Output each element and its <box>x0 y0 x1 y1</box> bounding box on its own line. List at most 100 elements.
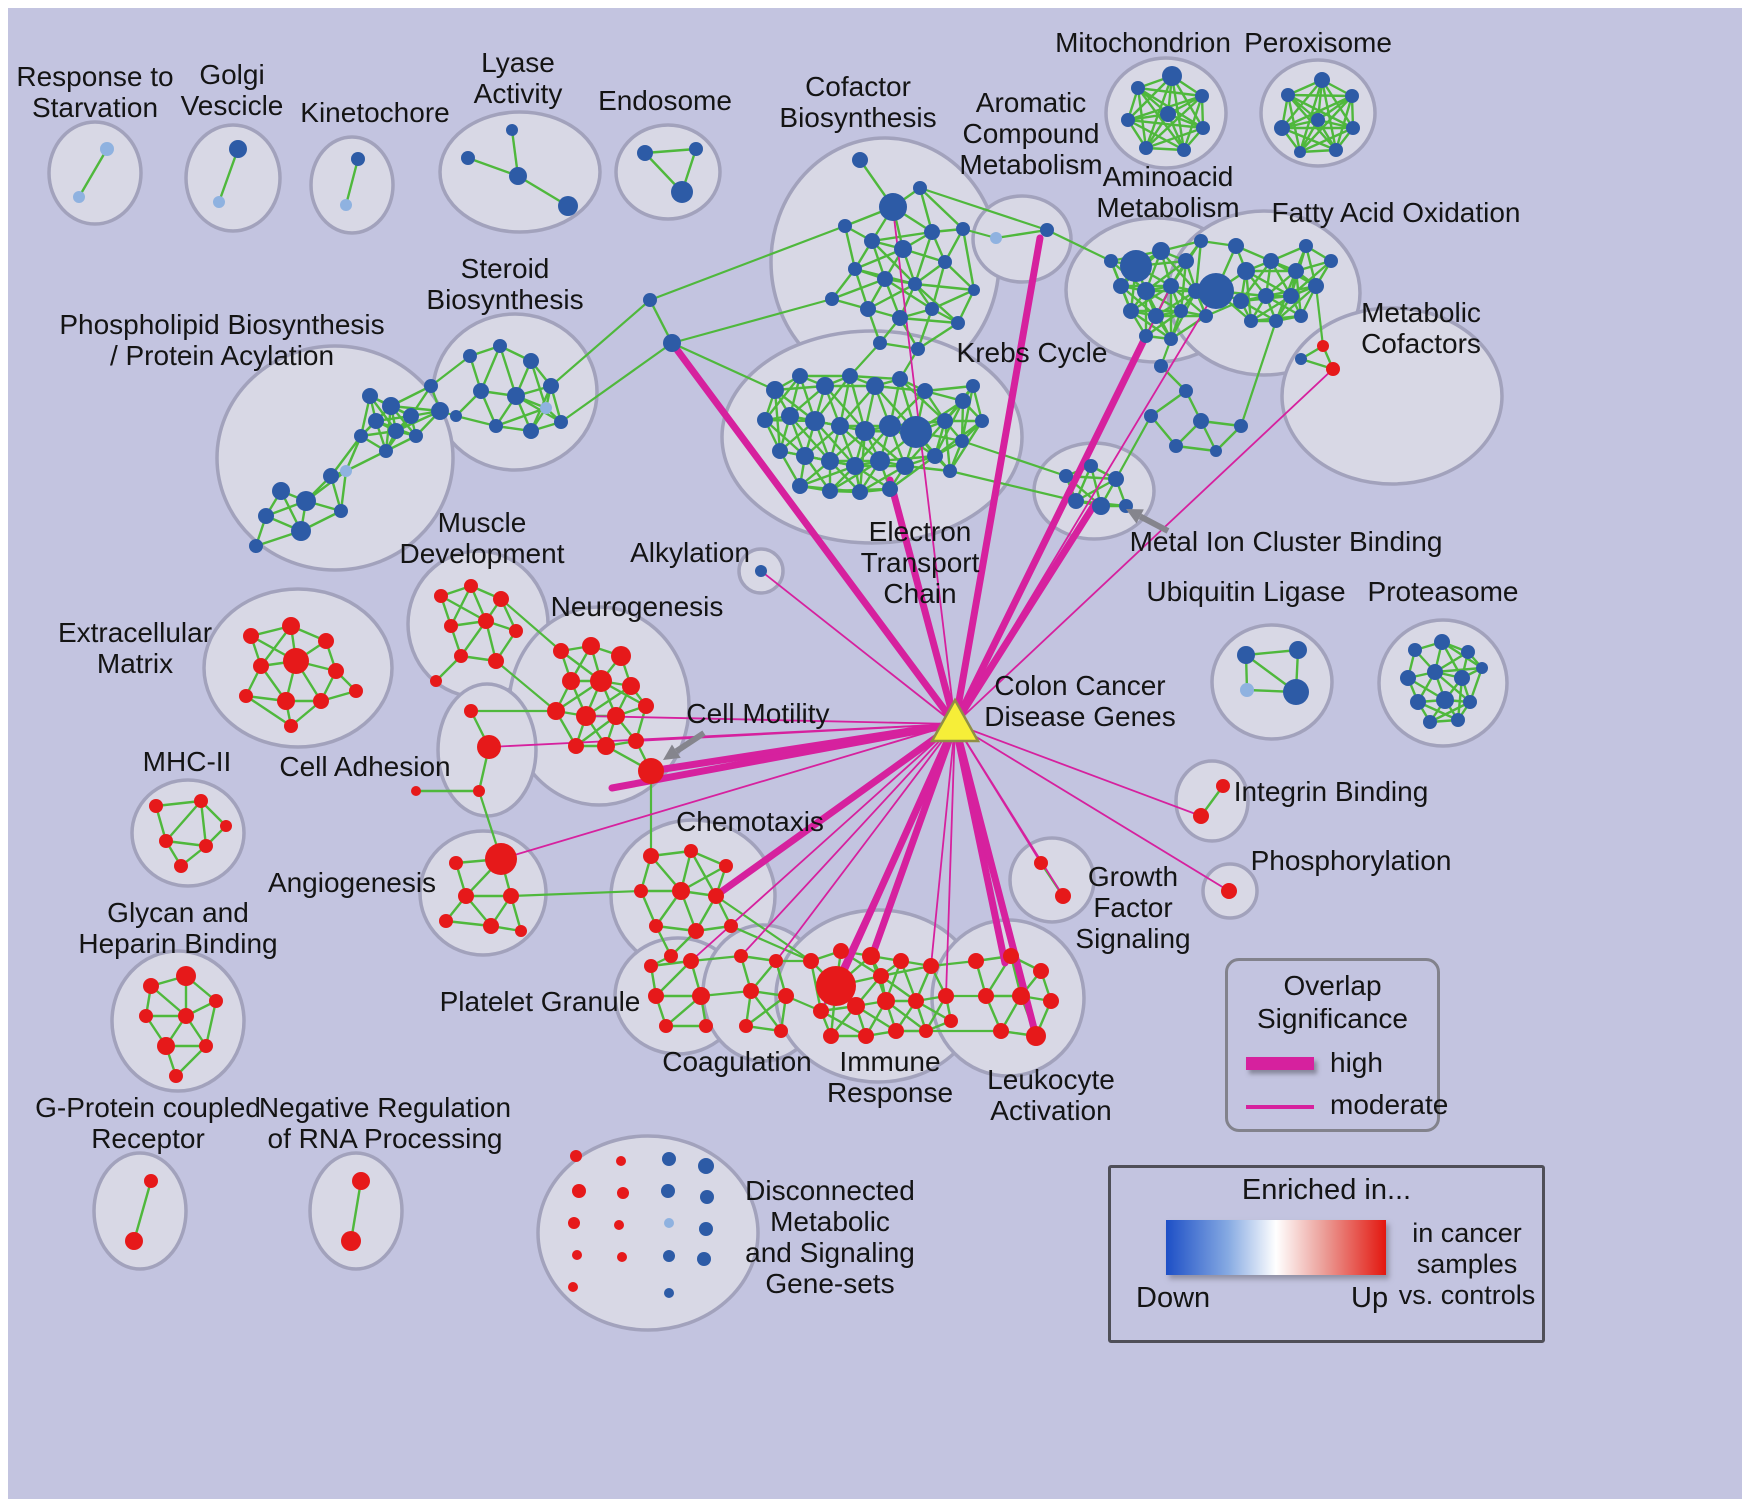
gene-set-node <box>888 1023 904 1039</box>
inter-cluster-edge <box>919 186 1048 232</box>
overlap-significance-legend: Overlap Significance high moderate <box>1225 958 1448 1132</box>
gene-set-node <box>1324 254 1338 268</box>
gene-set-node <box>382 397 400 415</box>
gene-set-node <box>558 196 578 216</box>
gene-set-edge <box>820 1009 867 1038</box>
angiogenesis-label: Angiogenesis <box>268 867 436 898</box>
gene-set-node <box>699 1019 713 1033</box>
gene-set-node <box>328 663 344 679</box>
gene-set-node <box>664 1218 674 1228</box>
gene-set-edge <box>1429 700 1471 724</box>
gene-set-edge <box>1145 310 1182 337</box>
gene-set-node <box>684 844 698 858</box>
gene-set-edge <box>871 230 933 243</box>
gene-set-node <box>978 988 994 1004</box>
leukocyte-activation-label: Leukocyte <box>987 1064 1115 1095</box>
gene-set-edge <box>933 400 965 457</box>
gene-set-node <box>1120 250 1152 282</box>
gene-set-node <box>664 1288 674 1298</box>
overlap-edge-high <box>668 339 959 728</box>
gene-set-node <box>1240 683 1254 697</box>
gene-set-node <box>272 482 290 500</box>
metabolic-cofactors-group-ellipse <box>1280 306 1504 486</box>
overlap-significance-edges <box>488 208 1334 1040</box>
gene-set-node <box>688 923 704 939</box>
gene-set-node <box>403 408 419 424</box>
gene-set-edge <box>1145 95 1203 149</box>
disease-genes-label: Disease Genes <box>984 701 1175 732</box>
gene-set-node <box>340 199 352 211</box>
gene-set-edge <box>914 283 959 324</box>
gene-set-edge <box>199 800 208 847</box>
gene-set-node <box>1263 253 1279 269</box>
gene-set-node <box>478 613 494 629</box>
gene-set-node <box>803 953 819 969</box>
gene-set-node <box>842 368 858 384</box>
gene-set-edge <box>919 187 964 230</box>
gene-set-node <box>1434 634 1450 650</box>
mitochondrion-label: Mitochondrion <box>1055 27 1231 58</box>
gene-set-node <box>554 415 568 429</box>
gene-set-node <box>199 839 213 853</box>
overlap-edge-high <box>951 498 1100 728</box>
gene-set-node <box>1196 121 1210 135</box>
gene-set-node <box>509 167 527 185</box>
gene-set-node <box>351 152 365 166</box>
inter-cluster-edge <box>1115 415 1152 480</box>
gene-set-node <box>1308 278 1324 294</box>
gene-set-node <box>852 152 868 168</box>
ubiquitin-ligase-label: Ubiquitin Ligase <box>1146 576 1345 607</box>
gene-set-node <box>1055 888 1071 904</box>
inter-cluster-edge <box>715 895 812 962</box>
gene-set-node <box>1139 141 1153 155</box>
gene-set-edge <box>916 308 934 350</box>
alkylation-label: Alkylation <box>630 537 750 568</box>
gene-set-node <box>925 302 939 316</box>
gene-set-node <box>176 966 196 986</box>
gene-set-edge <box>77 148 109 198</box>
gene-set-node <box>892 371 908 387</box>
gene-set-node <box>1012 987 1030 1005</box>
gene-set-node <box>1400 670 1416 686</box>
overlap-edge-moderate <box>954 723 1230 892</box>
gene-set-node <box>1121 113 1135 127</box>
gene-set-node <box>1294 146 1306 158</box>
inter-cluster-edge <box>671 297 833 345</box>
gene-set-node <box>683 953 699 969</box>
gene-set-node <box>1427 664 1443 680</box>
gene-set-node <box>1108 471 1124 487</box>
gene-set-edge <box>1240 260 1272 302</box>
context-line-1: in cancer <box>1412 1218 1522 1248</box>
gene-set-node <box>1221 883 1237 899</box>
gene-set-node <box>249 539 263 553</box>
inter-cluster-edge <box>649 224 846 302</box>
gene-set-node <box>923 958 939 974</box>
response-to-starvation-label: Response to <box>16 61 173 92</box>
gene-set-node <box>1345 89 1359 103</box>
gene-set-edge <box>1275 285 1317 322</box>
gene-set-node <box>318 633 334 649</box>
gene-set-node <box>431 402 449 420</box>
cofactor-biosynthesis-label: Biosynthesis <box>779 102 936 133</box>
gene-set-node <box>576 706 596 726</box>
inter-cluster-edge <box>671 341 776 392</box>
gene-set-node <box>1329 143 1343 157</box>
gene-set-node <box>638 758 664 784</box>
gene-set-node <box>847 997 865 1015</box>
inter-cluster-edge <box>730 924 812 963</box>
gene-set-node <box>507 387 525 405</box>
gene-set-node <box>1177 143 1191 157</box>
gene-set-node <box>1198 273 1234 309</box>
gene-set-node <box>509 624 523 638</box>
inter-cluster-edge <box>1046 229 1112 262</box>
steroid-biosynthesis-label: Biosynthesis <box>426 284 583 315</box>
gene-set-node <box>1068 493 1084 509</box>
gene-set-edge <box>913 231 934 285</box>
gene-set-edge <box>175 1045 207 1077</box>
gene-set-node <box>734 949 748 963</box>
gene-set-node <box>258 508 274 524</box>
inter-cluster-edge <box>961 439 1067 478</box>
immune-response-label: Response <box>827 1077 953 1108</box>
gene-set-node <box>617 1187 629 1199</box>
